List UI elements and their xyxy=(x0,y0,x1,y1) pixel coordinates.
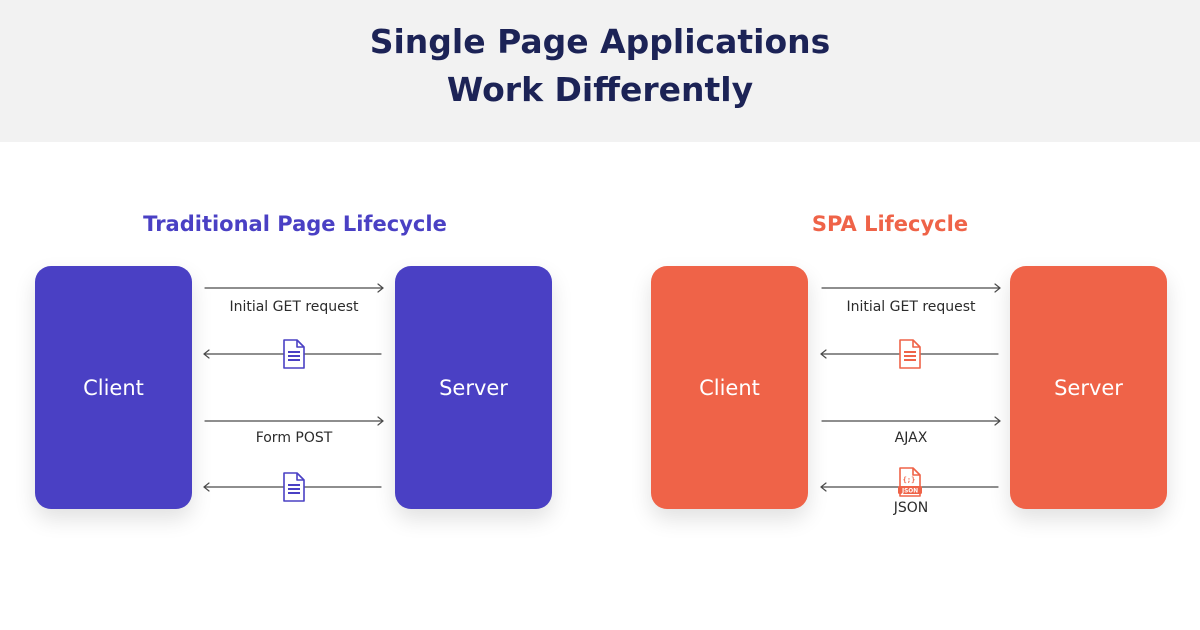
document-icon xyxy=(282,339,306,369)
json-file-icon: {;} JSON xyxy=(897,467,923,497)
spa-section-title: SPA Lifecycle xyxy=(811,212,969,236)
traditional-form-post-label: Form POST xyxy=(255,430,333,446)
traditional-get-request-label: Initial GET request xyxy=(229,299,359,315)
document-icon xyxy=(282,472,306,502)
spa-get-request-label: Initial GET request xyxy=(846,299,976,315)
traditional-section-title: Traditional Page Lifecycle xyxy=(143,212,447,236)
spa-client-box: Client xyxy=(651,266,808,509)
page-title-line-2: Work Differently xyxy=(446,70,754,109)
spa-server-box: Server xyxy=(1010,266,1167,509)
page-title-line-1: Single Page Applications xyxy=(369,22,831,61)
spa-ajax-label: AJAX xyxy=(894,430,928,446)
header-banner: Single Page Applications Work Differentl… xyxy=(0,0,1200,142)
traditional-server-box: Server xyxy=(395,266,552,509)
traditional-client-box: Client xyxy=(35,266,192,509)
spa-json-label: JSON xyxy=(893,500,929,516)
traditional-client-label: Client xyxy=(83,375,144,400)
document-icon xyxy=(898,339,922,369)
spa-server-label: Server xyxy=(1054,375,1123,400)
svg-text:JSON: JSON xyxy=(901,489,918,495)
svg-text:{;}: {;} xyxy=(903,476,916,484)
spa-arrow-get-request xyxy=(821,283,1001,293)
spa-arrow-ajax xyxy=(821,416,1001,426)
traditional-arrow-form-post xyxy=(204,416,384,426)
traditional-server-label: Server xyxy=(439,375,508,400)
spa-client-label: Client xyxy=(699,375,760,400)
traditional-arrow-get-request xyxy=(204,283,384,293)
